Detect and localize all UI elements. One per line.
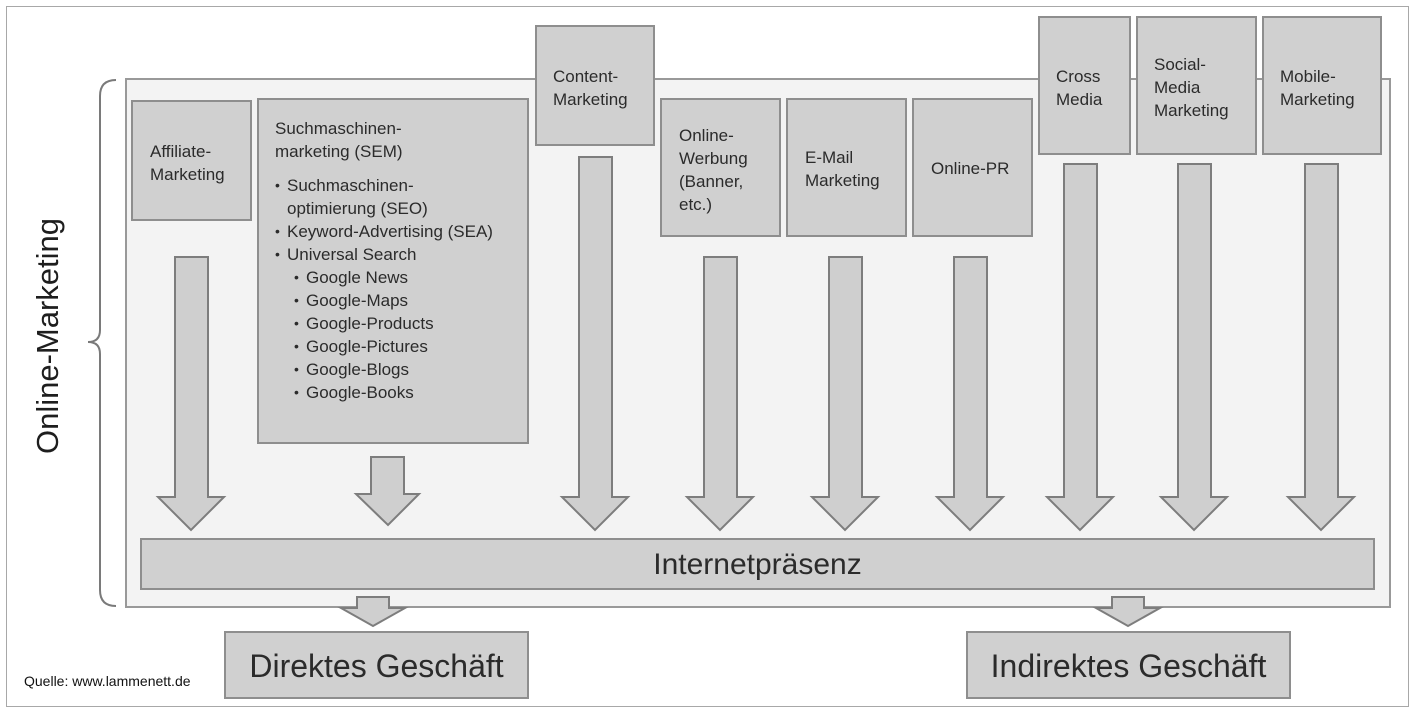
indirektes-geschaeft-box: Indirektes Geschäft (966, 631, 1291, 699)
online-pr-label: Online-PR (931, 159, 1010, 178)
content-marketing-label: Content- Marketing (553, 67, 628, 109)
arrow-affiliate (155, 256, 227, 532)
online-werbung-label: Online- Werbung (Banner, etc.) (679, 126, 748, 214)
cross-media-label: Cross Media (1056, 67, 1103, 109)
sem-bullet-item: Google News (294, 266, 527, 289)
sem-bullet-item: Suchmaschinen- optimierung (SEO) (275, 174, 527, 220)
arrow-social-media (1158, 163, 1230, 532)
arrow-indirektes (1092, 596, 1164, 628)
arrow-mobile (1285, 163, 1357, 532)
sem-bullet-item: Keyword-Advertising (SEA) (275, 220, 527, 243)
sem-bullet-item: Google-Books (294, 381, 527, 404)
mobile-marketing-box: Mobile- Marketing (1262, 16, 1382, 155)
indirektes-geschaeft-label: Indirektes Geschäft (990, 648, 1267, 684)
sem-bullet-item: Google-Products (294, 312, 527, 335)
sem-bullet-item: Universal Search (275, 243, 527, 266)
sem-bullet-item: Google-Pictures (294, 335, 527, 358)
email-marketing-label: E-Mail Marketing (805, 148, 880, 190)
affiliate-marketing-label: Affiliate- Marketing (150, 142, 225, 184)
affiliate-marketing-box: Affiliate- Marketing (131, 100, 252, 221)
direktes-geschaeft-label: Direktes Geschäft (249, 648, 504, 684)
sem-bullet-item: Google-Blogs (294, 358, 527, 381)
arrow-online-werbung (684, 256, 756, 532)
direktes-geschaeft-box: Direktes Geschäft (224, 631, 529, 699)
arrow-cross-media (1044, 163, 1116, 532)
sem-bullet-item: Google-Maps (294, 289, 527, 312)
mobile-marketing-label: Mobile- Marketing (1280, 67, 1355, 109)
internetpraesenz-bar: Internetpräsenz (140, 538, 1375, 590)
sem-box: Suchmaschinen- marketing (SEM) Suchmasch… (257, 98, 529, 444)
internetpraesenz-label: Internetpräsenz (653, 548, 862, 581)
email-marketing-box: E-Mail Marketing (786, 98, 907, 237)
arrow-content (559, 156, 631, 532)
arrow-online-pr (934, 256, 1006, 532)
arrow-direktes (337, 596, 409, 628)
online-pr-box: Online-PR (912, 98, 1033, 237)
social-media-marketing-box: Social- Media Marketing (1136, 16, 1257, 155)
content-marketing-box: Content- Marketing (535, 25, 655, 146)
arrow-email (809, 256, 881, 532)
cross-media-box: Cross Media (1038, 16, 1131, 155)
left-brace (87, 79, 117, 607)
sem-bullet-list: Suchmaschinen- optimierung (SEO)Keyword-… (275, 174, 527, 404)
sem-title: Suchmaschinen- marketing (SEM) (275, 119, 403, 161)
source-credit: Quelle: www.lammenett.de (24, 673, 191, 689)
social-media-marketing-label: Social- Media Marketing (1154, 55, 1229, 120)
arrow-sem (353, 456, 422, 527)
online-werbung-box: Online- Werbung (Banner, etc.) (660, 98, 781, 237)
